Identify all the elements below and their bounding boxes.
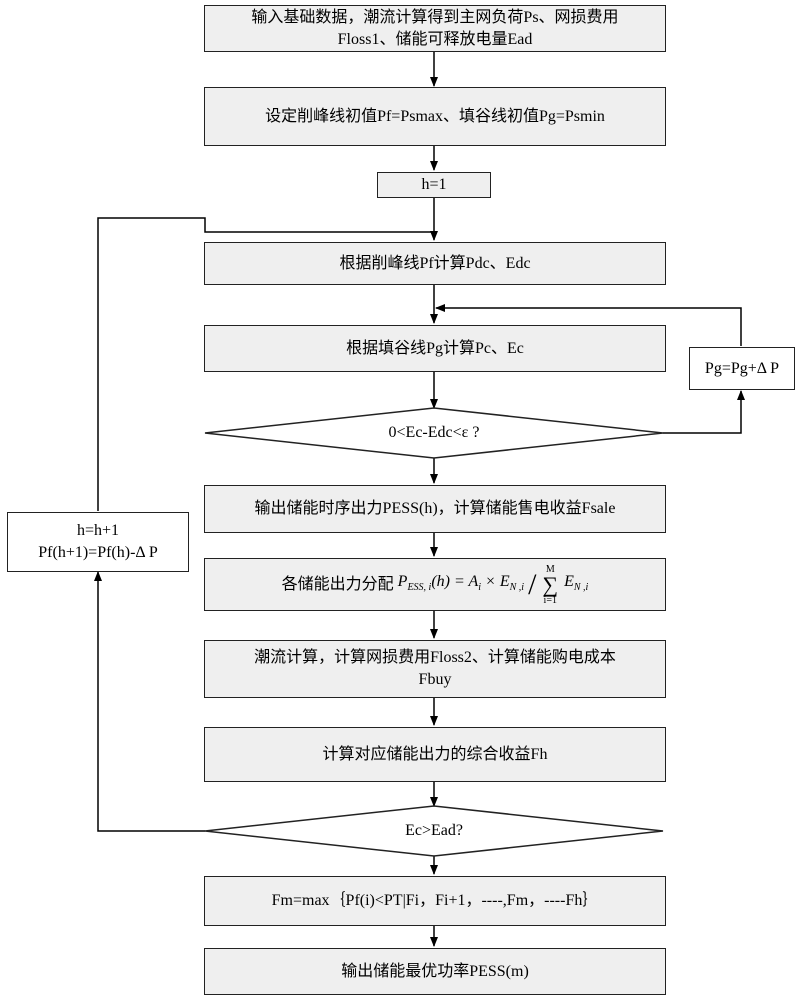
h-update-line1: h=h+1 (77, 520, 119, 542)
fm-max-text: Fm=max｛Pf(i)<PT|Fi，Fi+1，----,Fm，----Fh｝ (272, 890, 599, 912)
formula-p-sub: ESS, i (407, 582, 431, 593)
pg-update-text: Pg=Pg+Δ P (705, 358, 779, 380)
decision-ec-edc-label: 0<Ec-Edc<ε ? (320, 421, 548, 445)
h-init-box: h=1 (377, 172, 491, 198)
valley-calc-box: 根据填谷线Pg计算Pc、Ec (204, 325, 666, 372)
peak-calc-box: 根据削峰线Pf计算Pdc、Edc (204, 242, 666, 285)
formula-denominator: EN ,i (564, 571, 588, 599)
distribute-formula-line: 各储能出力分配 PESS, i(h) = Ai × EN ,i / M ∑ i=… (282, 564, 589, 606)
h-init-text: h=1 (421, 174, 446, 196)
flow-calc-line1: 潮流计算，计算网损费用Floss2、计算储能购电成本 (254, 647, 616, 669)
init-lines-box: 设定削峰线初值Pf=Psmax、填谷线初值Pg=Psmin (204, 87, 666, 146)
distribute-prefix: 各储能出力分配 (282, 574, 394, 596)
formula-e2-sub: N ,i (574, 582, 588, 593)
final-output-text: 输出储能最优功率PESS(m) (341, 961, 529, 983)
formula-p: P (398, 573, 408, 590)
formula-arg: (h) = A (431, 573, 478, 590)
peak-calc-text: 根据削峰线Pf计算Pdc、Edc (339, 253, 530, 275)
output-series-text: 输出储能时序出力PESS(h)，计算储能售电收益Fsale (255, 498, 616, 520)
formula-e-sub: N ,i (510, 582, 524, 593)
fm-max-box: Fm=max｛Pf(i)<PT|Fi，Fi+1，----,Fm，----Fh｝ (204, 876, 666, 926)
input-data-box: 输入基础数据，潮流计算得到主网负荷Ps、网损费用 Floss1、储能可释放电量E… (204, 5, 666, 52)
flow-calc-line2: Fbuy (419, 669, 452, 691)
distribute-formula: PESS, i(h) = Ai × EN ,i (398, 571, 524, 599)
formula-sum: M ∑ i=1 (542, 564, 558, 606)
formula-times: × E (481, 573, 510, 590)
input-data-line1: 输入基础数据，潮流计算得到主网负荷Ps、网损费用 (251, 7, 618, 29)
h-update-box: h=h+1 Pf(h+1)=Pf(h)-Δ P (7, 512, 189, 572)
formula-slash: / (528, 570, 536, 600)
input-data-line2: Floss1、储能可释放电量Ead (338, 29, 533, 51)
formula-sum-symbol: ∑ (542, 575, 558, 595)
arrow-cond2-to-hupdate (98, 572, 205, 831)
formula-sum-bottom: i=1 (544, 595, 557, 606)
arrow-cond1-to-pgupdate (663, 391, 741, 433)
flow-calc-box: 潮流计算，计算网损费用Floss2、计算储能购电成本 Fbuy (204, 640, 666, 698)
distribute-box: 各储能出力分配 PESS, i(h) = Ai × EN ,i / M ∑ i=… (204, 558, 666, 611)
fh-calc-box: 计算对应储能出力的综合收益Fh (204, 727, 666, 782)
fh-calc-text: 计算对应储能出力的综合收益Fh (323, 744, 548, 766)
init-lines-text: 设定削峰线初值Pf=Psmax、填谷线初值Pg=Psmin (265, 106, 605, 128)
valley-calc-text: 根据填谷线Pg计算Pc、Ec (346, 338, 524, 360)
decision-ec-ead-label: Ec>Ead? (330, 819, 538, 843)
h-update-line2: Pf(h+1)=Pf(h)-Δ P (38, 542, 157, 564)
pg-update-box: Pg=Pg+Δ P (689, 347, 795, 390)
output-series-box: 输出储能时序出力PESS(h)，计算储能售电收益Fsale (204, 485, 666, 533)
formula-e2: E (564, 573, 574, 590)
final-output-box: 输出储能最优功率PESS(m) (204, 948, 666, 995)
